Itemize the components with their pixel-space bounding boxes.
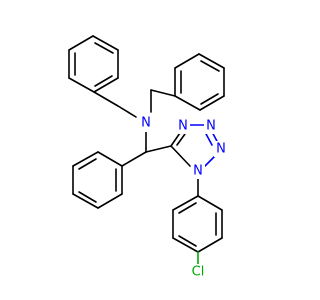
- amine-nitrogen-text: N: [141, 116, 151, 131]
- tetrazole-n1-text: N: [178, 119, 188, 134]
- tetrazole-n3-text: N: [216, 142, 226, 157]
- bottom-left-phenyl-ring: [72, 151, 123, 209]
- tetrazole-n4-label: N: [191, 163, 205, 179]
- tetrazole-n4-text: N: [193, 164, 203, 179]
- chlorophenyl-ring: [172, 177, 223, 265]
- amine-nitrogen-label: N: [138, 114, 154, 132]
- structure-diagram: N N N N N Cl: [68, 35, 228, 280]
- atom-labels: N N N N N Cl: [138, 114, 228, 280]
- benzyl-linkers: [93, 89, 176, 118]
- tetrazole-n3-label: N: [214, 141, 228, 157]
- left-benzyl-ring: [68, 35, 119, 93]
- chlorine-label: Cl: [188, 264, 208, 280]
- right-benzyl-ring: [174, 53, 225, 111]
- tetrazole-n1-label: N: [176, 118, 190, 134]
- methine-bonds: [121, 145, 172, 167]
- chlorine-text: Cl: [192, 265, 205, 280]
- tetrazole-n2-text: N: [206, 119, 216, 134]
- tetrazole-n2-label: N: [204, 118, 218, 134]
